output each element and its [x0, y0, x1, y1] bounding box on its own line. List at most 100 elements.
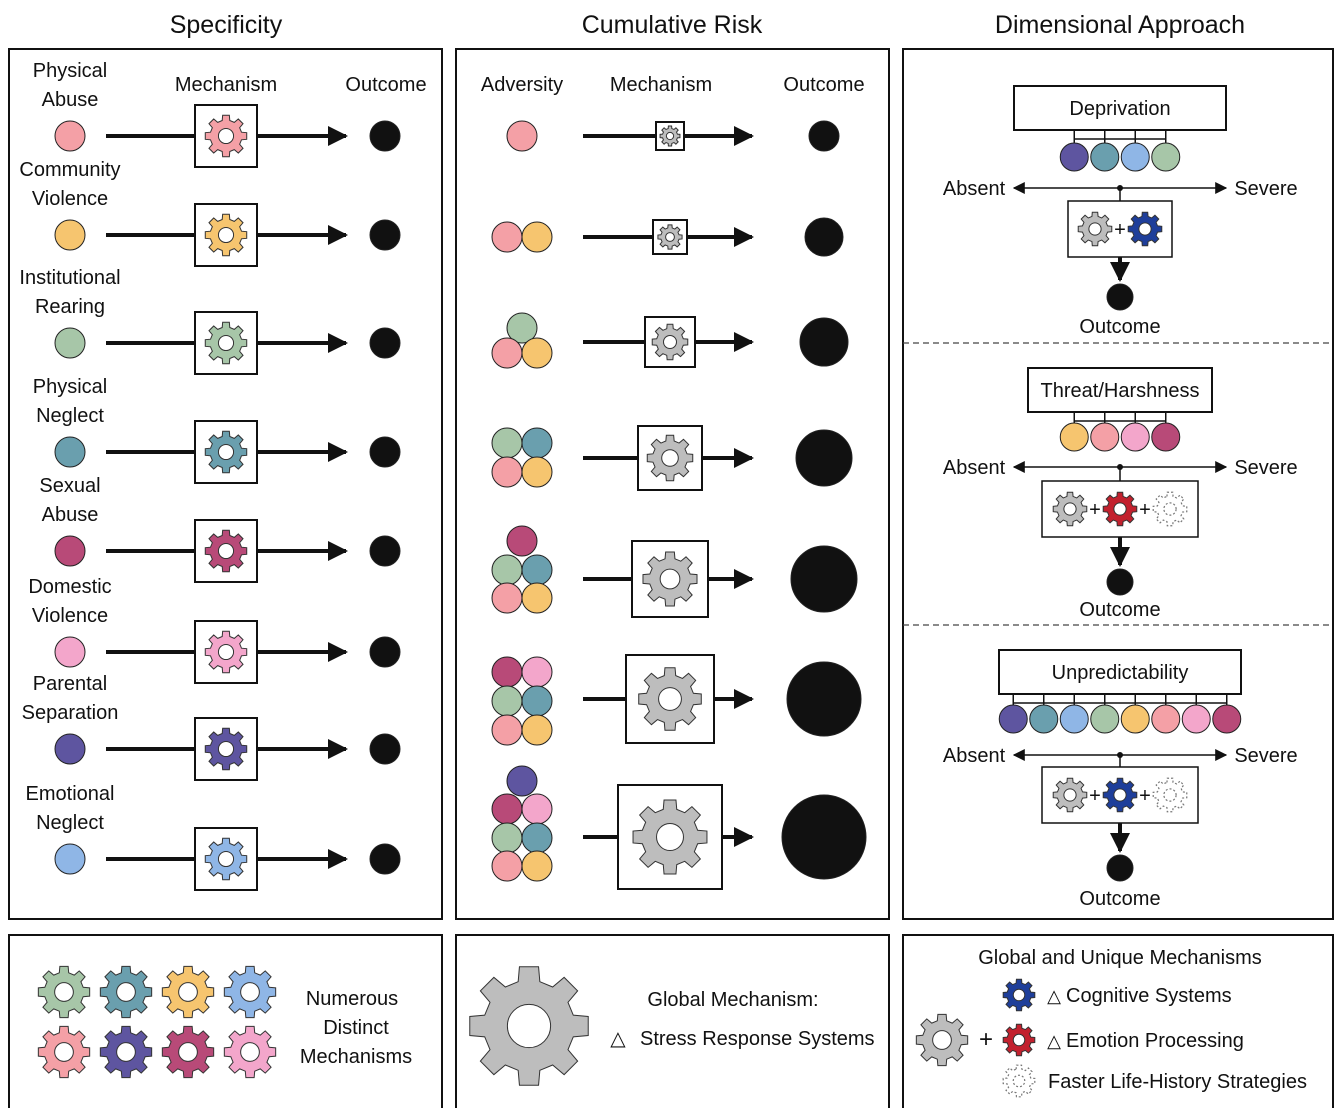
legend-distinct: Distinct: [323, 1017, 389, 1039]
outcome-circle: [1106, 854, 1134, 882]
cumulative-outcome-header: Outcome: [783, 74, 864, 96]
adversity-circle: [491, 456, 523, 488]
dimension-label-box: [1013, 85, 1227, 131]
dimension-label: Unpredictability: [1052, 662, 1189, 684]
adversity-circle: [54, 436, 86, 468]
cumulative-row: [491, 217, 844, 257]
mechanism-box: [1041, 480, 1199, 538]
distinct-gear-icon: [99, 965, 153, 1019]
global-gear-icon: [469, 966, 589, 1086]
adversity-circle: [491, 221, 523, 253]
adversity-circle: [506, 312, 538, 344]
distinct-gear-icon: [223, 1025, 277, 1079]
outcome-circle: [808, 120, 840, 152]
mechanism-box: [194, 104, 258, 168]
outcome-circle: [369, 636, 401, 668]
cognitive-gear-icon: [1002, 978, 1036, 1012]
adversity-circle: [1090, 704, 1120, 734]
adversity-circle: [521, 582, 553, 614]
specificity-title: Specificity: [170, 11, 283, 39]
outcome-circle: [1106, 568, 1134, 596]
adversity-circle: [521, 656, 553, 688]
adversity-label: Rearing: [35, 296, 105, 318]
adversity-circle: [1120, 422, 1150, 452]
absent-label: Absent: [943, 457, 1006, 479]
adversity-circle: [54, 327, 86, 359]
adversity-circle: [521, 221, 553, 253]
legend-global-mechanism: Global Mechanism:: [647, 989, 818, 1011]
adversity-circle: [491, 685, 523, 717]
outcome-label: Outcome: [1079, 599, 1160, 621]
adversity-label: Abuse: [42, 89, 99, 111]
adversity-circle: [506, 525, 538, 557]
adversity-label: Sexual: [39, 475, 100, 497]
cumulative-risk-title: Cumulative Risk: [582, 11, 763, 39]
cumulative-risk-panel: [455, 48, 890, 920]
adversity-circle: [1059, 704, 1089, 734]
adversity-label: Violence: [32, 188, 108, 210]
mechanism-box: [1041, 766, 1199, 824]
outcome-circle: [804, 217, 844, 257]
adversity-circle: [506, 120, 538, 152]
delta-icon: △: [610, 1028, 626, 1050]
absent-label: Absent: [943, 178, 1006, 200]
mechanism-gear-icon: [204, 727, 248, 771]
adversity-circle: [491, 656, 523, 688]
adversity-circle: [1059, 142, 1089, 172]
cumulative-row: [491, 525, 858, 618]
legend-specificity: [37, 965, 277, 1079]
mechanism-gear-icon: [204, 837, 248, 881]
severe-label: Severe: [1234, 745, 1297, 767]
mechanism-box: [194, 203, 258, 267]
life-history-gear-icon: [1002, 1064, 1036, 1098]
adversity-circle: [521, 850, 553, 882]
adversity-circle: [54, 219, 86, 251]
adversity-circle: [521, 714, 553, 746]
legend-numerous: Numerous: [306, 988, 398, 1010]
adversity-circle: [491, 554, 523, 586]
outcome-circle: [369, 535, 401, 567]
global-gear-icon: [632, 799, 708, 875]
global-gear-icon: [659, 125, 681, 147]
adversity-circle: [521, 554, 553, 586]
outcome-circle: [369, 219, 401, 251]
adversity-label: Parental: [33, 673, 108, 695]
mechanism-gear-icon: [204, 630, 248, 674]
plus-sign: +: [1089, 499, 1101, 521]
global-gear-icon: [1077, 211, 1113, 247]
distinct-gear-icon: [99, 1025, 153, 1079]
adversity-circle: [1090, 422, 1120, 452]
legend-mechanisms: Mechanisms: [300, 1046, 412, 1068]
adversity-circle: [521, 337, 553, 369]
adversity-circle: [521, 456, 553, 488]
adversity-circle: [1120, 704, 1150, 734]
mechanism-box: [194, 420, 258, 484]
dimension-label: Threat/Harshness: [1041, 380, 1200, 402]
cumulative-row: [491, 654, 862, 746]
outcome-circle: [369, 843, 401, 875]
mechanism-box: [194, 519, 258, 583]
adversity-label: Separation: [22, 702, 119, 724]
cumulative-row: [491, 765, 867, 890]
adversity-circle: [521, 793, 553, 825]
adversity-circle: [491, 793, 523, 825]
adversity-circle: [54, 535, 86, 567]
distinct-gear-icon: [37, 965, 91, 1019]
outcome-circle: [369, 436, 401, 468]
global-gear-icon: [1052, 777, 1088, 813]
adversity-circle: [491, 427, 523, 459]
global-gear-icon: [657, 224, 683, 250]
plus-sign: +: [1089, 785, 1101, 807]
adversity-circle: [54, 843, 86, 875]
adversity-circle: [54, 733, 86, 765]
adversity-label: Violence: [32, 605, 108, 627]
adversity-circle: [1151, 142, 1181, 172]
